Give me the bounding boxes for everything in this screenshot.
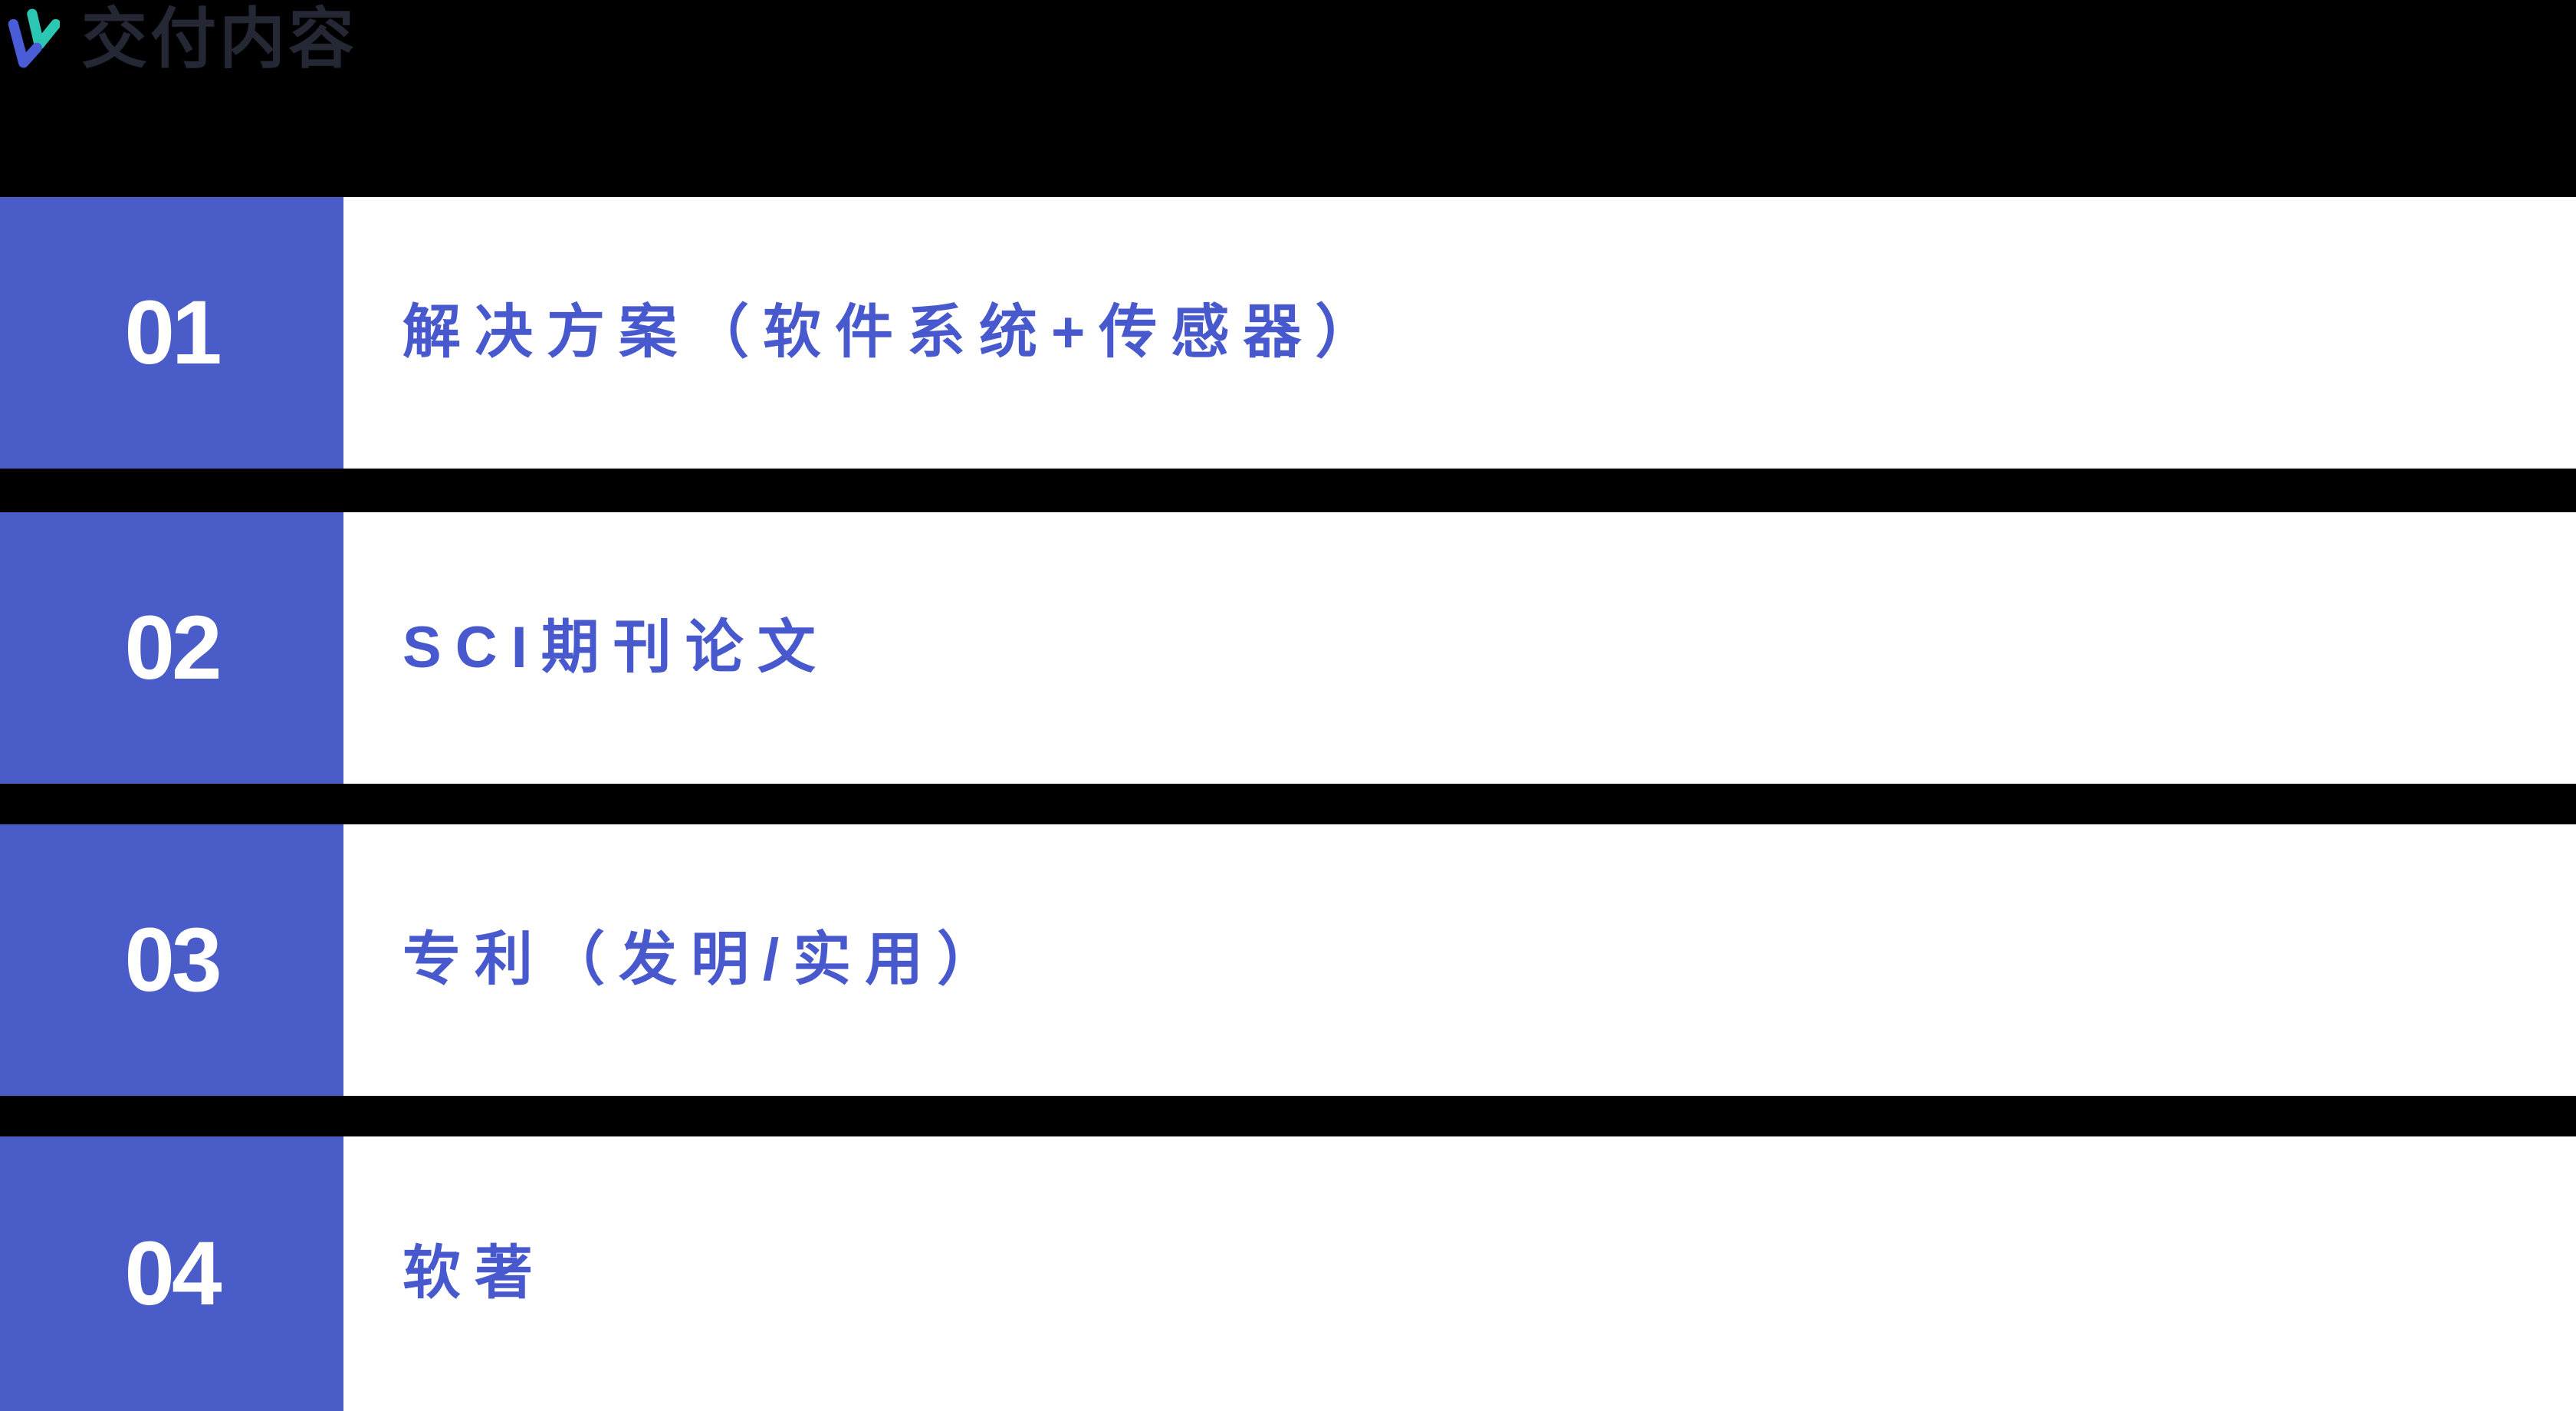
header: 交付内容 [0,0,2576,197]
delivery-row: 01 解决方案（软件系统+传感器） [0,197,2576,469]
row-content: SCI期刊论文 [343,512,2576,784]
row-number-box: 03 [0,824,343,1096]
row-label: 软著 [402,1241,547,1307]
row-number-box: 04 [0,1136,343,1411]
row-number: 03 [124,909,222,1011]
row-content: 软著 [343,1136,2576,1411]
row-label: 专利（发明/实用） [402,927,1010,993]
row-number: 04 [124,1223,222,1324]
row-number-box: 01 [0,197,343,469]
row-content: 解决方案（软件系统+传感器） [343,197,2576,469]
delivery-row: 02 SCI期刊论文 [0,512,2576,784]
delivery-row: 04 软著 [0,1136,2576,1411]
double-check-logo-icon [8,8,60,68]
delivery-row: 03 专利（发明/实用） [0,824,2576,1096]
row-number: 01 [124,282,222,383]
header-inner: 交付内容 [6,6,357,72]
row-number: 02 [124,597,222,699]
row-label: 解决方案（软件系统+传感器） [402,300,1388,366]
row-content: 专利（发明/实用） [343,824,2576,1096]
page-title: 交付内容 [81,2,357,76]
row-number-box: 02 [0,512,343,784]
row-label: SCI期刊论文 [402,615,830,681]
